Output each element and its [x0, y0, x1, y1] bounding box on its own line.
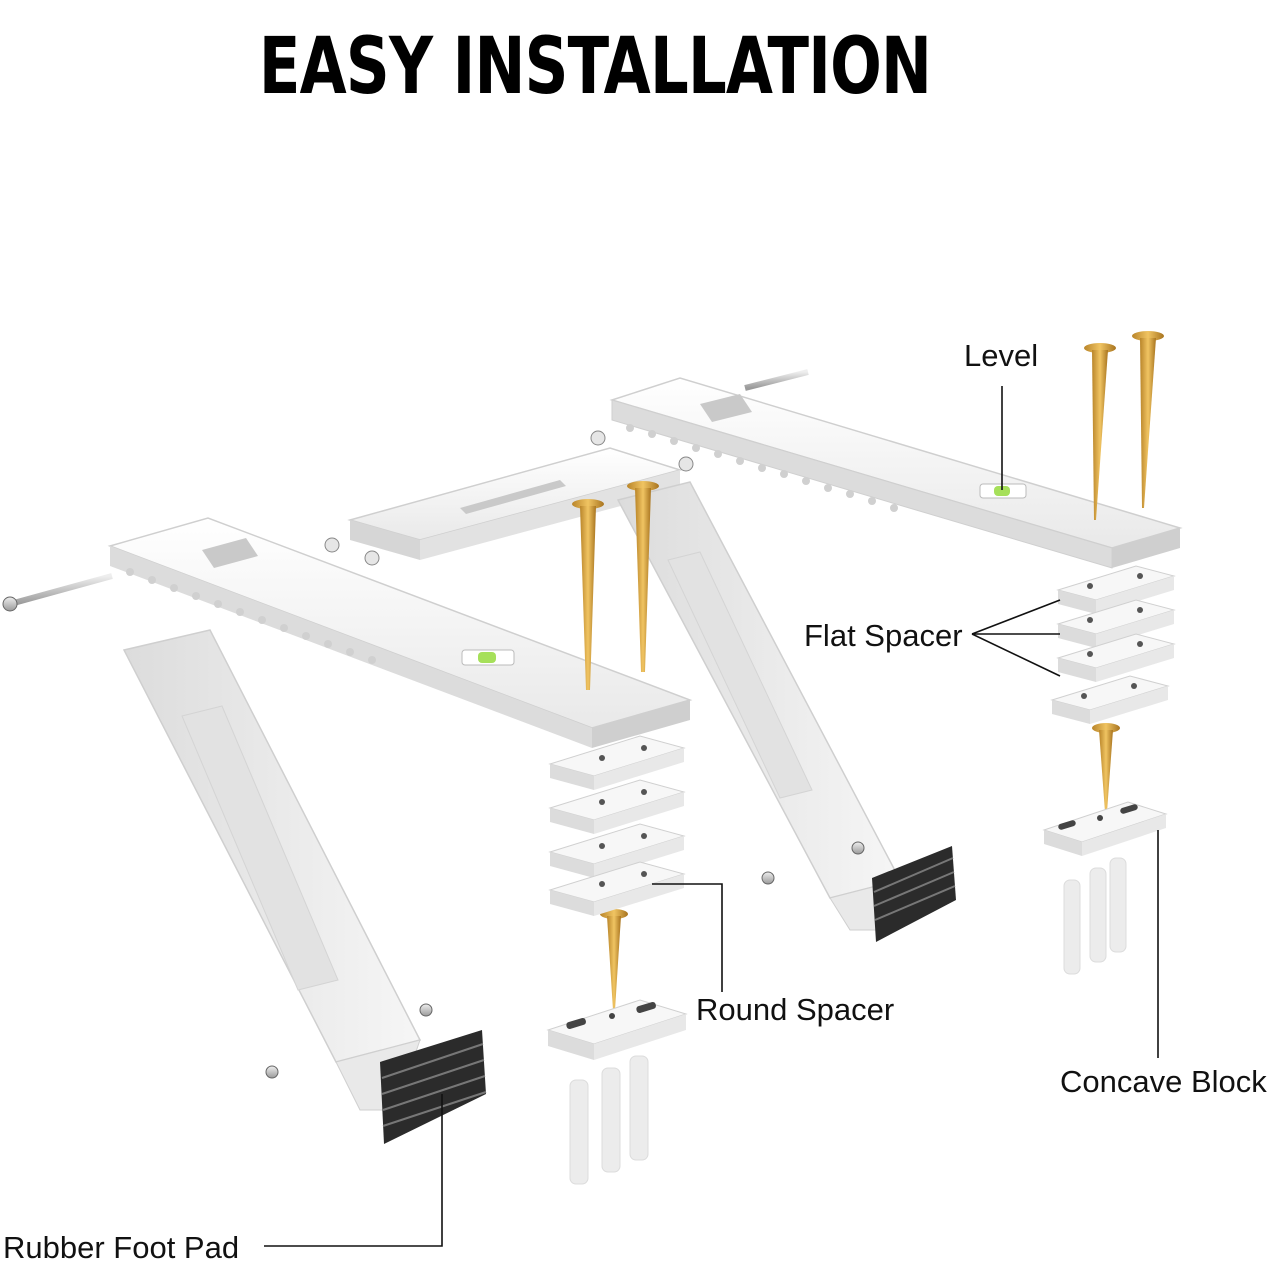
label-flat-spacer: Flat Spacer [804, 618, 963, 653]
screw [627, 481, 659, 672]
long-bolt [744, 369, 809, 391]
label-concave-block: Concave Block [1060, 1064, 1267, 1099]
spacer-plate [548, 735, 686, 790]
spacer-plate [1056, 565, 1176, 614]
leader-round-spacer [652, 883, 723, 992]
bolt-head [851, 841, 865, 855]
washer [678, 456, 694, 472]
cross-bar [324, 430, 694, 566]
adjustment-holes [126, 568, 376, 664]
screw [1084, 343, 1116, 520]
screw [1132, 331, 1164, 508]
washer [364, 550, 380, 566]
leader-lines [264, 386, 1159, 1247]
spacer-plate [1050, 675, 1170, 724]
bolt-head [761, 871, 775, 885]
screw [572, 499, 604, 690]
long-bolt [9, 573, 113, 607]
bolt-head [265, 1065, 279, 1079]
washer [324, 537, 340, 553]
spacer-plate [1056, 599, 1176, 648]
left-round-spacer-stack [548, 735, 686, 916]
leader-rubber-foot-pad [264, 1094, 443, 1247]
spacer-plate [1056, 633, 1176, 682]
level-bubble [478, 652, 496, 663]
page-title: EASY INSTALLATION [258, 22, 932, 112]
wall-anchors-left [569, 1055, 649, 1185]
label-rubber-foot-pad: Rubber Foot Pad [3, 1230, 240, 1265]
adjustment-holes [626, 424, 898, 512]
slot-cutout [700, 394, 752, 422]
spacer-plate [548, 779, 686, 834]
concave-block-right [1042, 801, 1168, 856]
rubber-foot-pad-left [380, 1030, 487, 1144]
label-level: Level [964, 338, 1039, 373]
slot-cutout [460, 480, 566, 514]
level-bubble [994, 486, 1010, 496]
bolt-head [419, 1003, 433, 1017]
leader-flat-spacer-3 [971, 633, 1061, 677]
screw [1092, 723, 1120, 812]
wall-anchors-right [1063, 857, 1127, 975]
screw [600, 909, 628, 1010]
spacer-plate [548, 823, 686, 878]
rubber-foot-pad-right [872, 846, 956, 942]
right-flat-spacer-stack [1050, 565, 1176, 724]
left-diagonal-support [122, 629, 433, 1111]
slot-cutout [202, 538, 258, 568]
washer [590, 430, 606, 446]
wood-screws [572, 331, 1164, 1010]
right-horizontal-arm [609, 369, 1183, 569]
concave-block-left [546, 999, 688, 1060]
left-horizontal-arm [2, 517, 693, 748]
leader-flat-spacer-1 [971, 599, 1061, 635]
label-round-spacer: Round Spacer [696, 992, 895, 1027]
